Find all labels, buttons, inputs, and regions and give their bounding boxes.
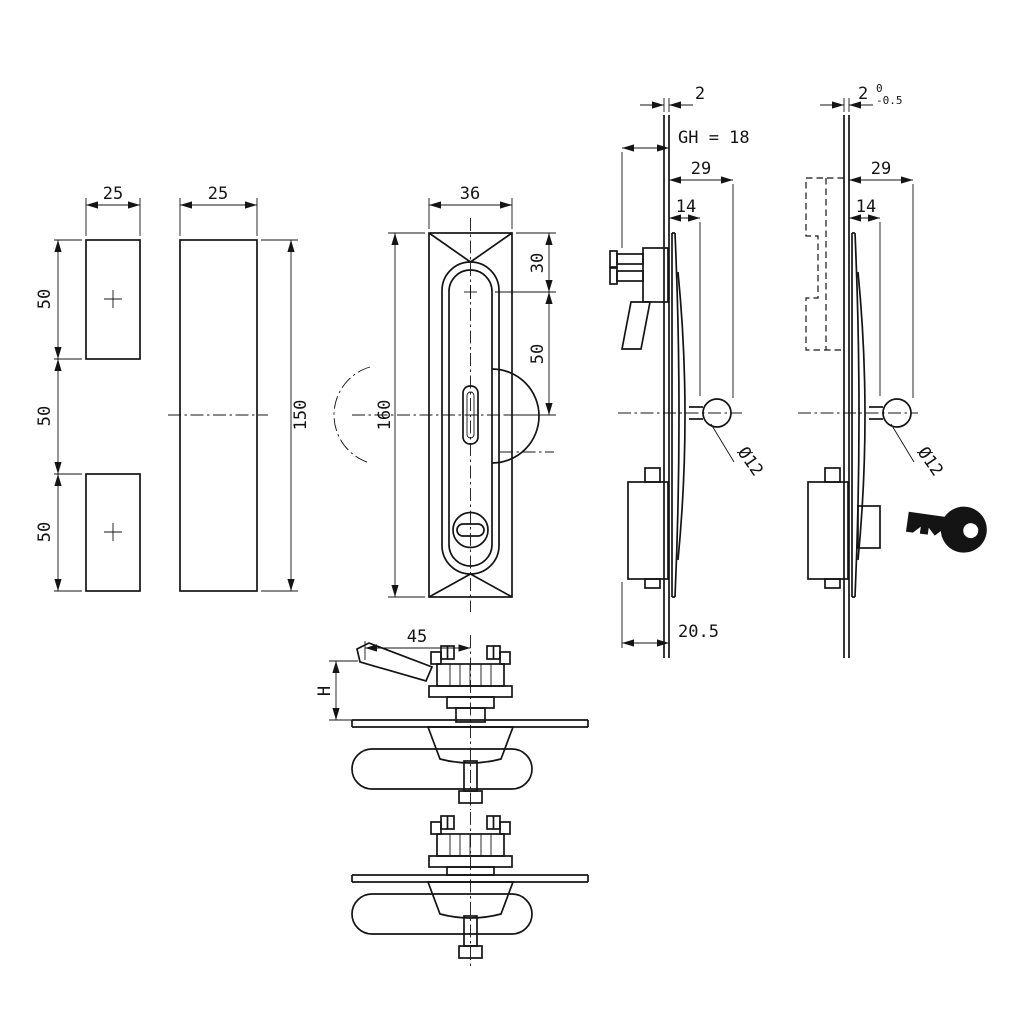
mounting-panel (663, 115, 670, 658)
insert-spacer-view: 25 50 50 50 (35, 184, 141, 592)
dimension-lines (621, 98, 735, 648)
key-illustration (905, 506, 987, 553)
center-marks (104, 290, 122, 541)
dimension-lines (329, 641, 471, 721)
dim-panel-tol-low: -0.5 (876, 94, 903, 107)
top-view-released (351, 812, 589, 968)
dim-front-width: 36 (460, 184, 480, 204)
insert-block-bottom (85, 473, 141, 592)
front-view: 36 160 30 50 (333, 184, 556, 612)
spindle-foot (458, 790, 483, 804)
handle-lever (356, 642, 434, 683)
faceplate-profile (671, 232, 686, 598)
key-blade (905, 511, 952, 538)
shroud (426, 726, 515, 764)
swing-arc-right (491, 368, 540, 464)
dim-body-depth: 20.5 (678, 622, 719, 642)
dim-front-head-offset: 30 (528, 253, 548, 273)
dim-front-grip-offset: 50 (528, 344, 548, 364)
key-bow-hole (963, 523, 979, 539)
faceplate-profile (851, 232, 866, 598)
insert-block-top (85, 239, 141, 360)
spindle-foot (458, 945, 483, 959)
cam-hidden-outline (805, 177, 844, 351)
dimension-lines (820, 98, 915, 463)
lock-body (807, 467, 881, 589)
dim-depth-29: 29 (691, 159, 711, 179)
dim-front-height: 160 (375, 400, 395, 431)
shroud (426, 881, 515, 919)
side-view-installed: 2 GH = 18 29 14 Ø12 20.5 (609, 84, 767, 658)
side-view-key: 2 0 -0.5 29 14 Ø12 (798, 82, 987, 658)
dim-panel-tol-high: 0 (876, 82, 883, 95)
dimension-lines (54, 198, 141, 592)
cutout-slot (351, 748, 533, 790)
dim-insert-seg-mid: 50 (35, 406, 55, 426)
lock-body (627, 467, 669, 589)
top-view-latched: 45 H (315, 627, 589, 810)
faceplate-bevels (428, 232, 513, 598)
cam-stack (428, 815, 513, 876)
dim-insert-width: 25 (103, 184, 123, 204)
swing-arc-left (333, 366, 371, 464)
cam-knurling (449, 834, 492, 856)
dim-lever-reach: 45 (407, 627, 427, 647)
dim-height-h: H (315, 686, 335, 696)
dim-insert-seg-top: 50 (35, 289, 55, 309)
dim-depth-14: 14 (676, 197, 696, 217)
dimension-lines (179, 198, 298, 592)
dim-panel-thickness: 2 (858, 84, 868, 104)
dim-depth-29: 29 (871, 159, 891, 179)
mounting-panel (843, 115, 850, 658)
dim-blank-height: 150 (291, 400, 311, 431)
dim-panel-thickness: 2 (695, 84, 705, 104)
cam-mechanism (609, 247, 669, 350)
dim-depth-14: 14 (856, 197, 876, 217)
dim-grip-height: GH = 18 (678, 128, 750, 148)
blank-plate-view: 25 150 (168, 184, 311, 592)
dim-insert-seg-bottom: 50 (35, 522, 55, 542)
dimension-lines (388, 198, 556, 598)
cutout-slot (351, 893, 533, 935)
cam-knurling (449, 664, 492, 686)
blank-plate (179, 239, 258, 592)
dim-blank-width: 25 (208, 184, 228, 204)
